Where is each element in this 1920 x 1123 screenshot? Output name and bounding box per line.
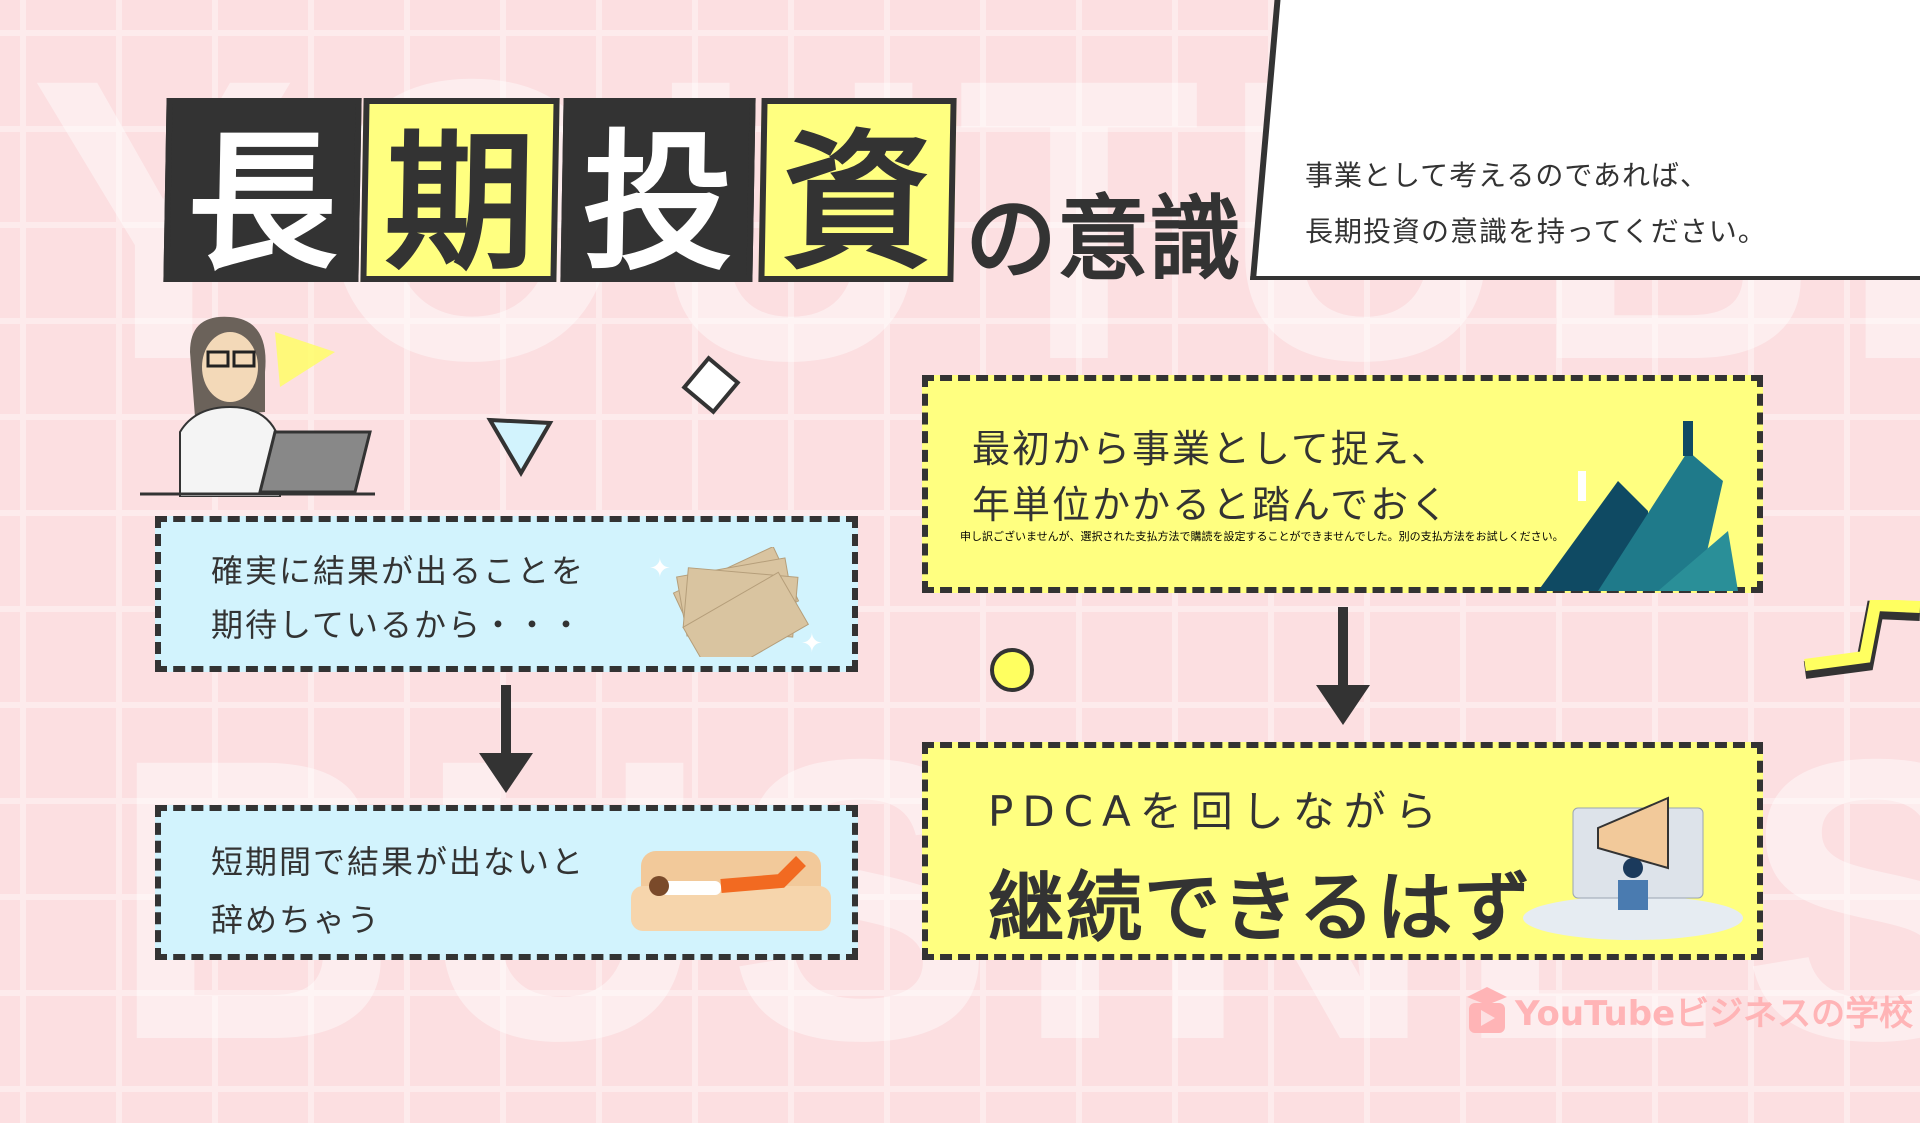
zigzag-decoration: [1803, 600, 1920, 679]
money-illustration: ✦✦: [649, 547, 823, 657]
climbing-arrows-illustration: [1538, 421, 1738, 591]
graduation-play-icon: [1467, 987, 1507, 1033]
svg-text:✦: ✦: [649, 554, 671, 584]
triangle-decoration: [486, 417, 554, 477]
reason-box: 確実に結果が出ることを 期待しているから・・・ ✦✦: [155, 516, 858, 672]
circle-decoration: [990, 648, 1034, 692]
brand-logo: YouTubeビジネスの学校: [1465, 985, 1913, 1035]
megaphone-laptop-illustration: [1523, 796, 1743, 940]
note-line: 長期投資の意識を持ってください。: [1305, 215, 1767, 248]
title-char: 投: [560, 98, 756, 291]
logo-text: YouTubeビジネスの学校: [1515, 993, 1914, 1034]
title-char: 期: [360, 98, 560, 291]
conclusion-headline: 継続できるはず: [988, 863, 1533, 952]
conclusion-box: PDCAを回しながら 継続できるはず: [922, 742, 1763, 960]
title-suffix: の意識: [965, 186, 1242, 293]
svg-text:✦: ✦: [801, 629, 823, 657]
worried-person-illustration: [140, 316, 375, 497]
mindset-box: 最初から事業として捉え、 年単位かかると踏んでおく: [922, 375, 1763, 593]
sleeping-on-sofa-illustration: [631, 851, 831, 931]
reason-line: 期待しているから・・・: [211, 606, 585, 644]
down-arrow: [1316, 607, 1370, 725]
note-panel: [1250, 0, 1920, 280]
title-char: 長: [163, 98, 362, 291]
reason-line: 確実に結果が出ることを: [211, 552, 586, 590]
conclusion-line: PDCAを回しながら: [988, 787, 1446, 836]
result-box: 短期間で結果が出ないと 辞めちゃう: [155, 805, 858, 960]
mindset-line: 年単位かかると踏んでおく: [972, 483, 1451, 527]
result-line: 短期間で結果が出ないと: [211, 843, 586, 881]
result-line: 辞めちゃう: [211, 901, 382, 939]
title-char: 資: [758, 98, 957, 291]
error-message: 申し訳ございませんが、選択された支払方法で購読を設定することができませんでした。…: [960, 530, 1564, 543]
mindset-line: 最初から事業として捉え、: [972, 427, 1451, 471]
down-arrow: [479, 685, 533, 793]
note-line: 事業として考えるのであれば、: [1305, 159, 1710, 192]
